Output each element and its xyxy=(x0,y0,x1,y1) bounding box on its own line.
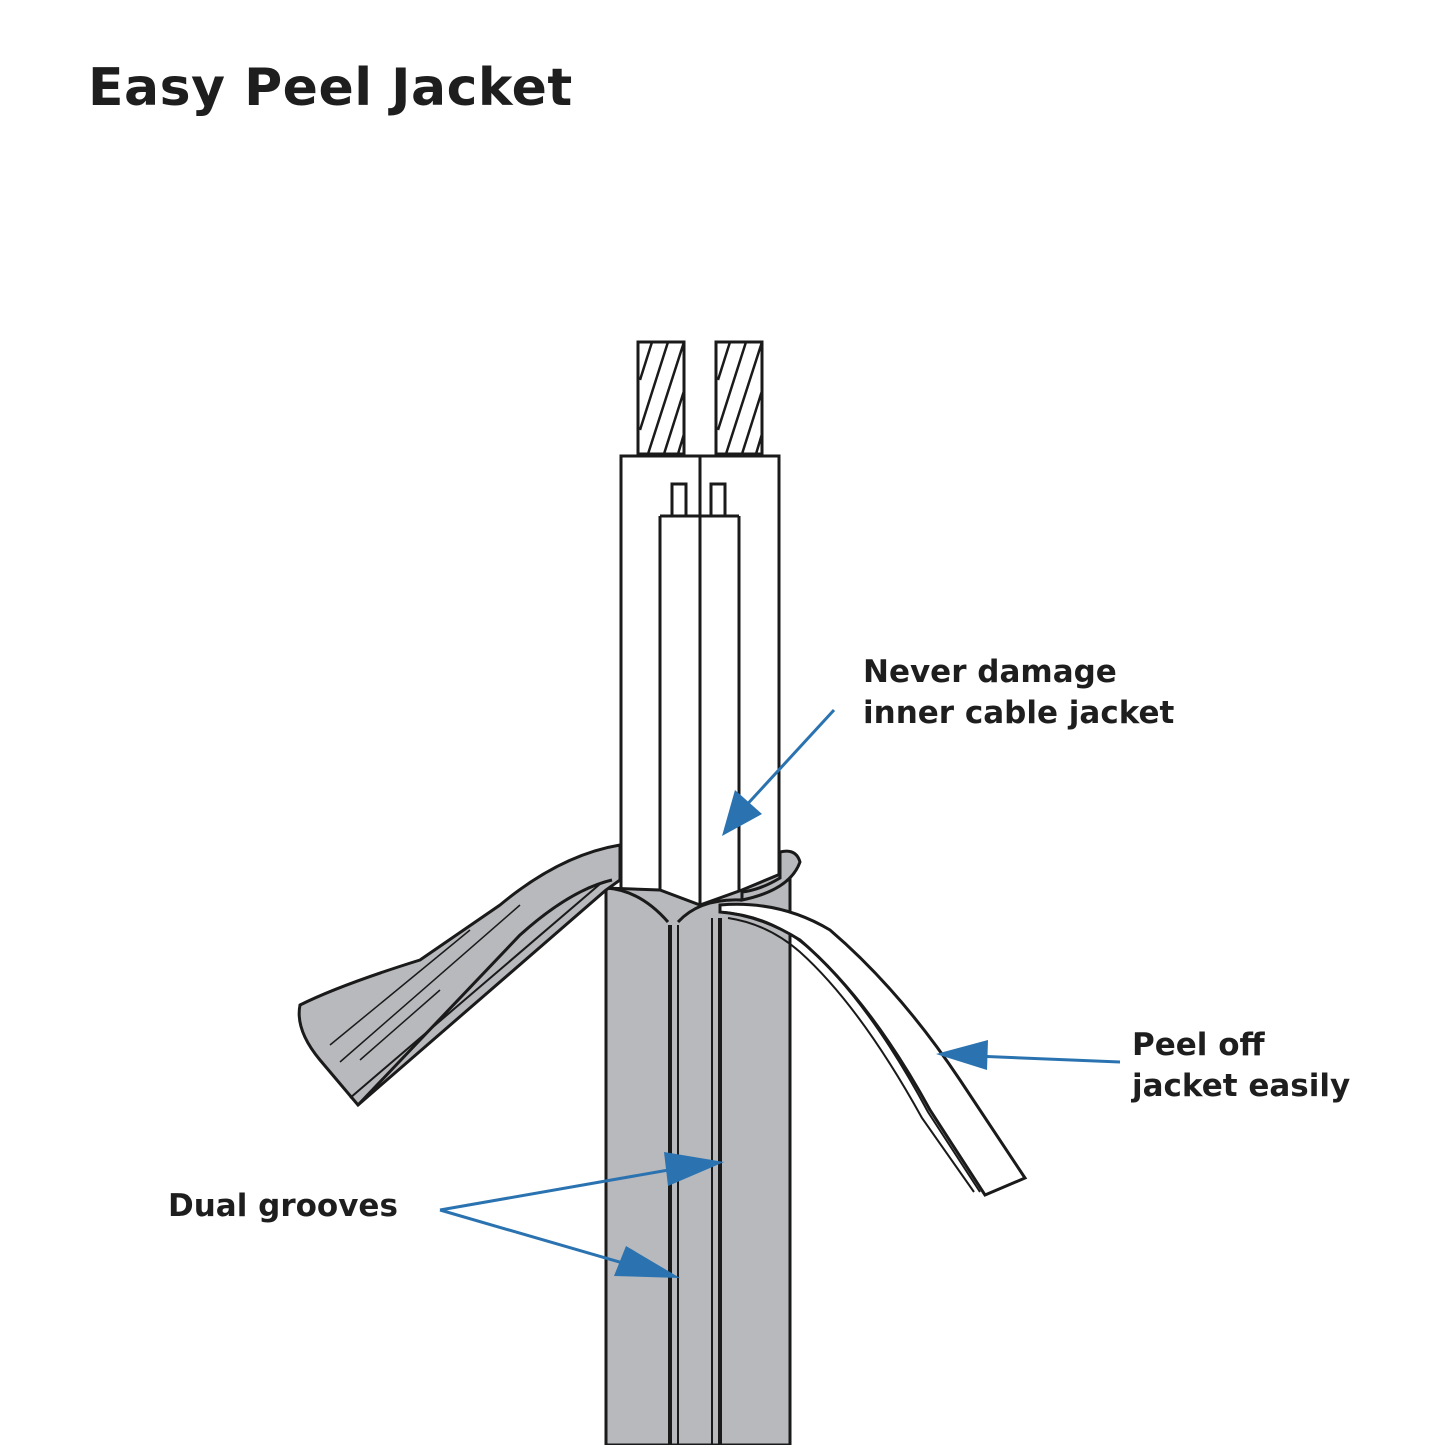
arrow-peel-off xyxy=(936,1040,1121,1070)
jacket-collar xyxy=(740,849,802,902)
inner-insulation xyxy=(619,454,781,918)
outer-jacket xyxy=(604,867,792,1445)
label-peel-off-line2: jacket easily xyxy=(1132,1068,1351,1104)
label-never-damage-line2: inner cable jacket xyxy=(863,695,1175,731)
copper-conductor-left xyxy=(636,340,686,456)
arrow-dual-grooves xyxy=(439,1152,724,1278)
copper-conductor-right xyxy=(714,340,764,456)
label-dual-grooves: Dual grooves xyxy=(168,1186,398,1227)
label-never-damage: Never damage inner cable jacket xyxy=(863,652,1174,734)
label-peel-off: Peel off jacket easily xyxy=(1132,1025,1350,1107)
page-title: Easy Peel Jacket xyxy=(88,58,573,118)
label-never-damage-line1: Never damage xyxy=(863,654,1117,690)
peeled-strip-right xyxy=(718,902,1028,1197)
label-dual-grooves-line1: Dual grooves xyxy=(168,1188,398,1224)
arrow-never-damage xyxy=(722,708,836,836)
label-peel-off-line1: Peel off xyxy=(1132,1027,1265,1063)
peeled-flap-left xyxy=(297,843,622,1108)
